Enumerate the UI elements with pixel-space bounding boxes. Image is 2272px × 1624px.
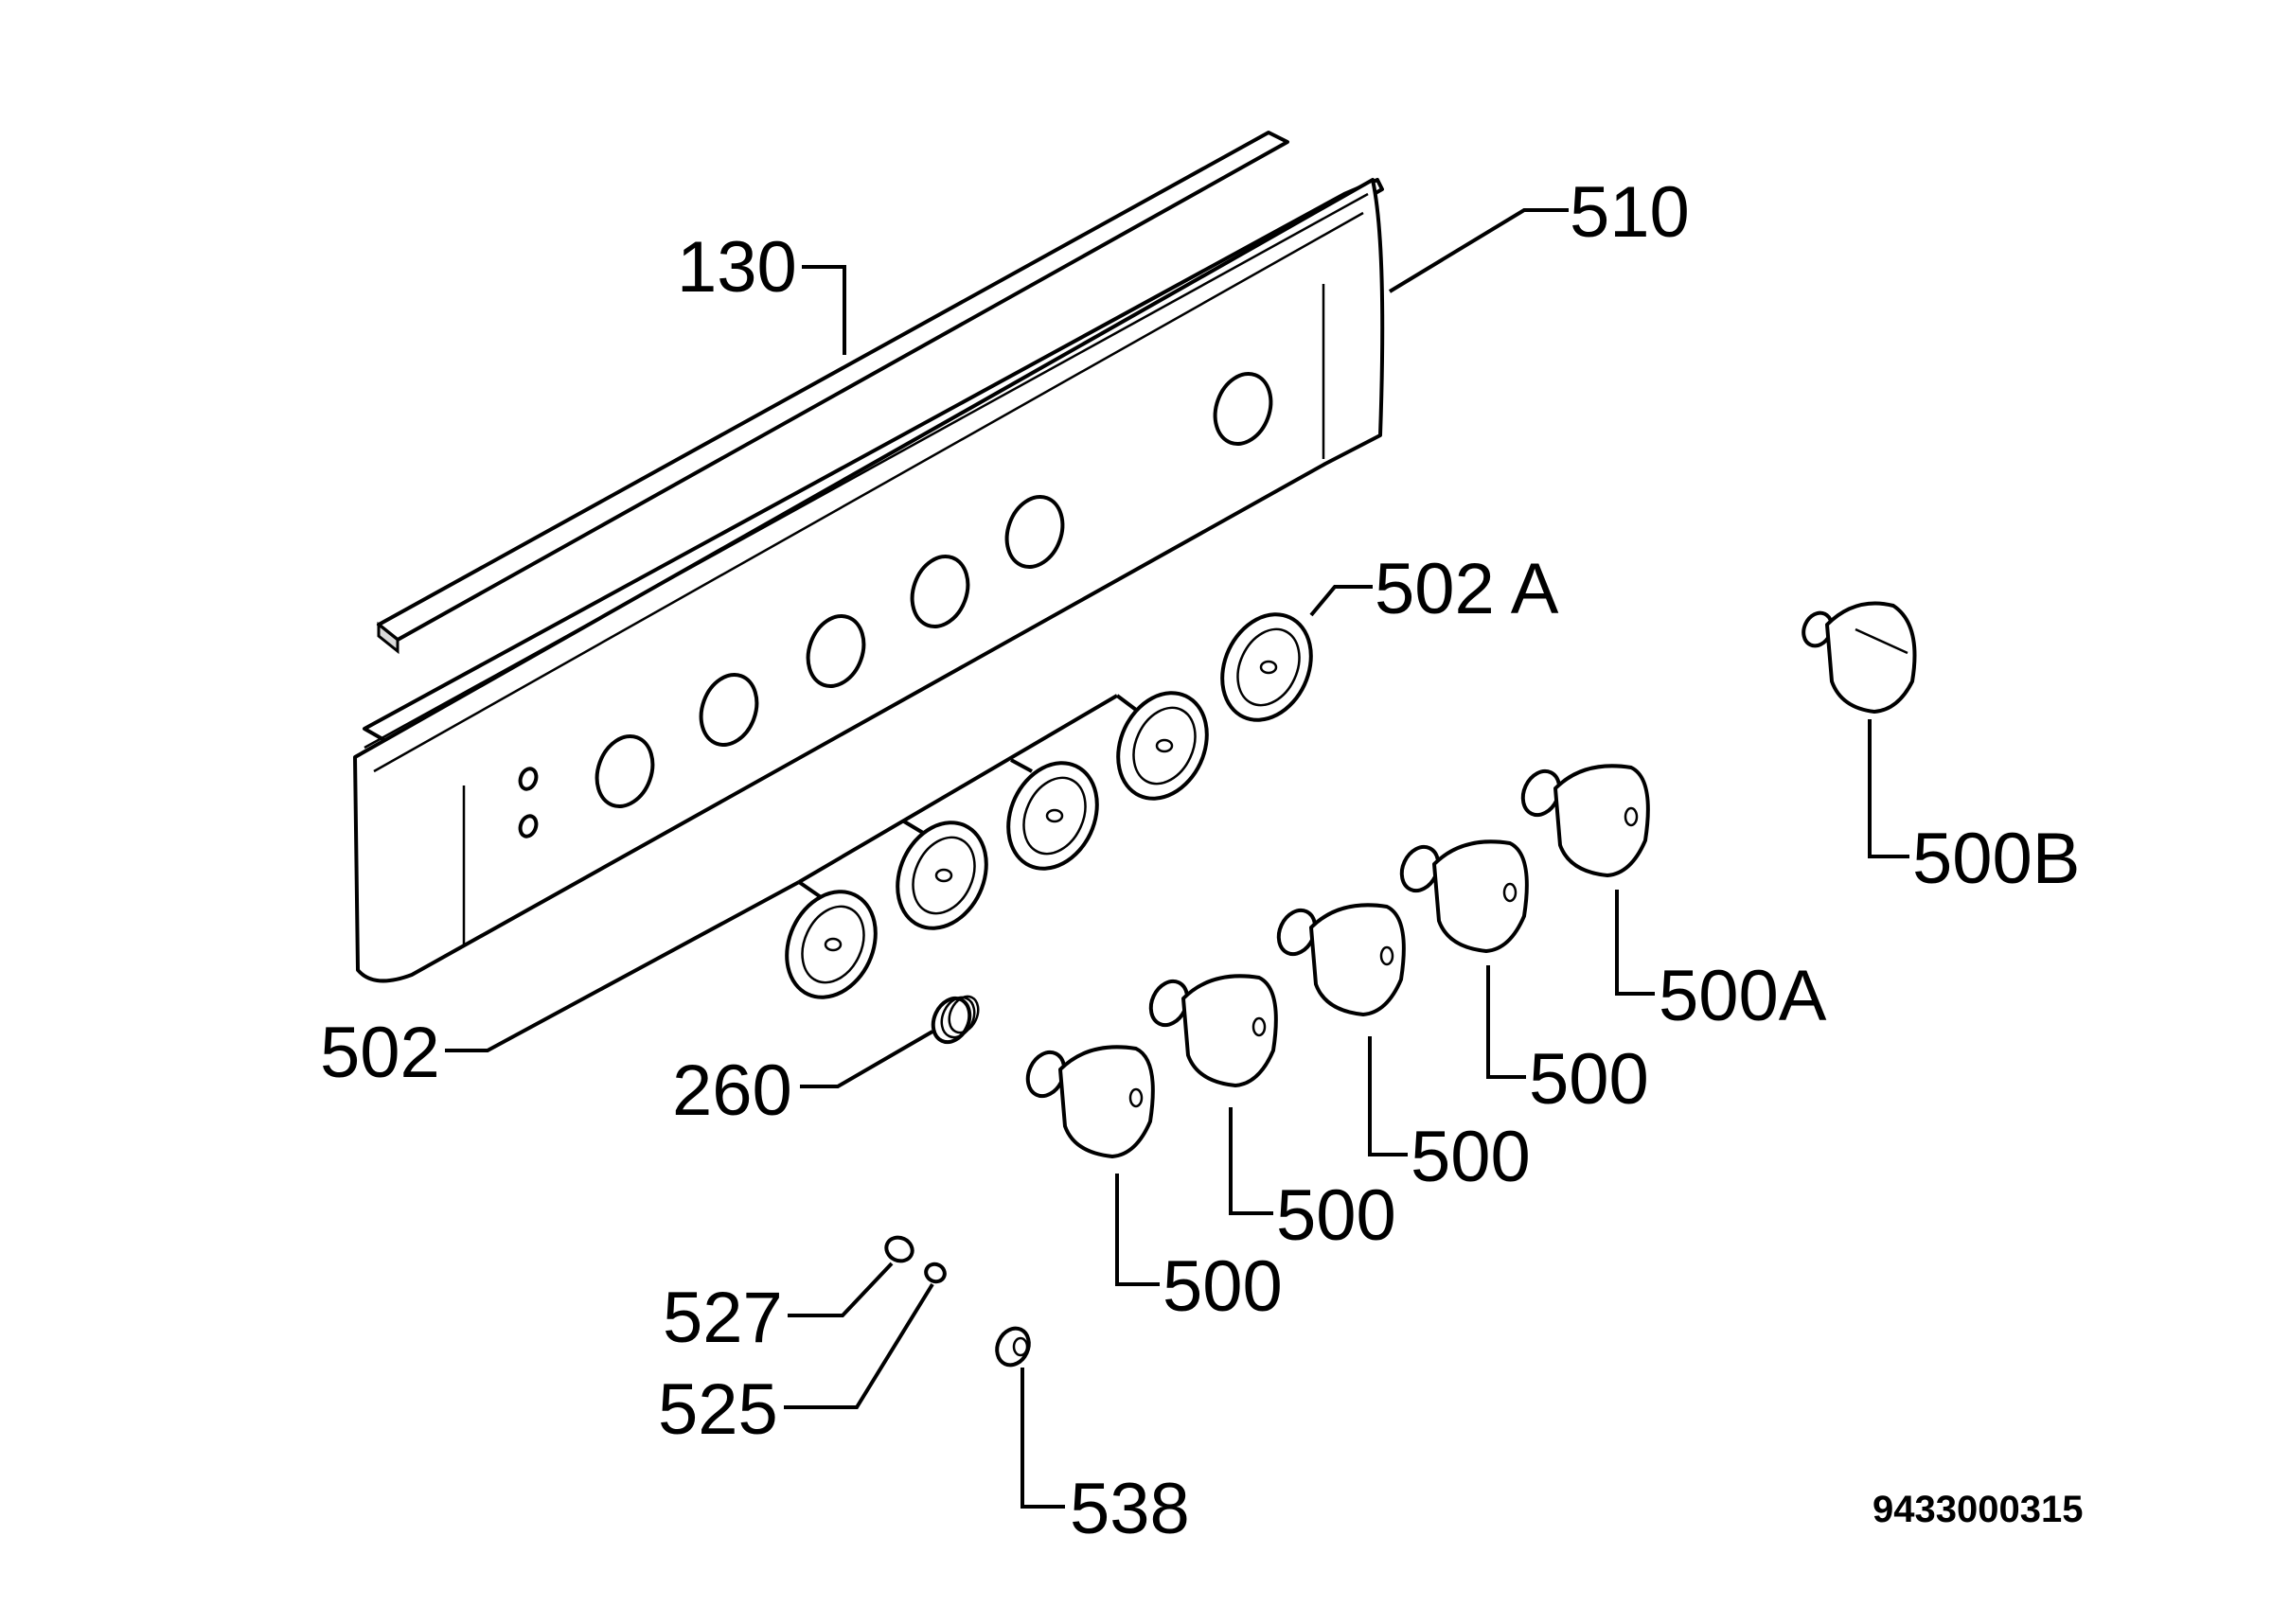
seal-strip-130 bbox=[377, 131, 1289, 655]
bezel-ring bbox=[785, 890, 878, 999]
part-538 bbox=[995, 1326, 1031, 1368]
label-502a: 502 A bbox=[1375, 549, 1559, 629]
bezel-rings-502 bbox=[785, 612, 1313, 999]
knob-500-4 bbox=[1399, 839, 1529, 953]
knob-500-1 bbox=[1025, 1045, 1155, 1158]
part-527 bbox=[884, 1235, 914, 1263]
bezel-ring bbox=[896, 821, 988, 930]
knob-500-3 bbox=[1276, 903, 1406, 1016]
label-525: 525 bbox=[658, 1369, 778, 1450]
part-525 bbox=[924, 1262, 947, 1284]
label-527: 527 bbox=[663, 1278, 783, 1358]
document-number: 9433000315 bbox=[1873, 1489, 2083, 1530]
label-502: 502 bbox=[320, 1013, 440, 1093]
bezel-ring bbox=[1116, 691, 1209, 801]
knob-500b bbox=[1802, 601, 1917, 714]
label-260: 260 bbox=[672, 1050, 792, 1131]
label-500-4: 500 bbox=[1529, 1039, 1649, 1120]
bezel-ring-502a bbox=[1220, 612, 1313, 722]
bezel-ring bbox=[1006, 761, 1099, 871]
label-500-3: 500 bbox=[1411, 1117, 1531, 1197]
control-panel-510 bbox=[353, 178, 1385, 983]
label-500b: 500B bbox=[1912, 819, 2081, 899]
leader-lines bbox=[445, 208, 1909, 1509]
knob-500a bbox=[1520, 764, 1650, 877]
label-500-1: 500 bbox=[1163, 1246, 1283, 1327]
spring-260 bbox=[931, 995, 980, 1045]
label-538: 538 bbox=[1070, 1469, 1190, 1549]
label-510: 510 bbox=[1570, 172, 1690, 253]
label-130: 130 bbox=[677, 227, 797, 308]
label-500-2: 500 bbox=[1276, 1175, 1396, 1256]
label-500a: 500A bbox=[1659, 956, 1827, 1036]
knob-500-2 bbox=[1148, 974, 1278, 1087]
